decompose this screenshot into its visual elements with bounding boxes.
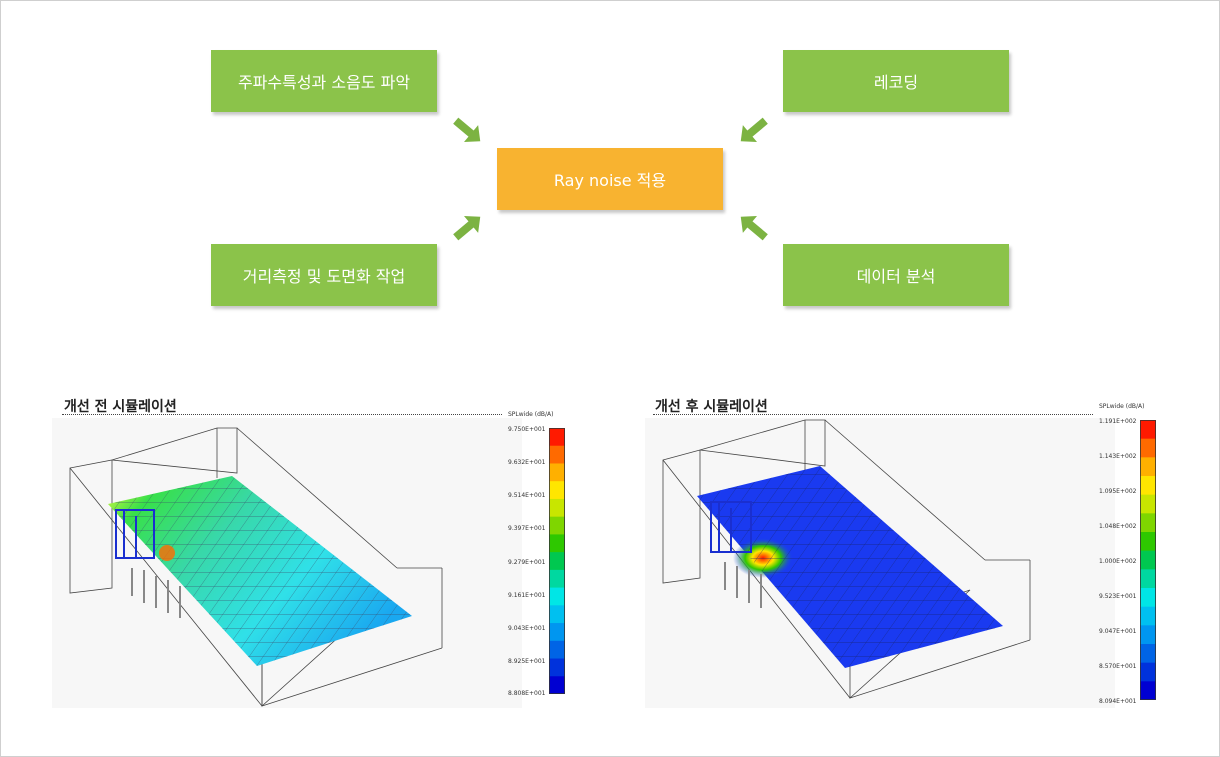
colorbar-segment	[549, 463, 565, 482]
colorbar-segment	[549, 623, 565, 642]
before-colorbar	[549, 428, 565, 694]
step-data-analysis: 데이터 분석	[783, 244, 1009, 306]
colorbar-segment	[1140, 476, 1156, 496]
legend-label: 1.048E+002	[1099, 523, 1137, 530]
legend-label: 1.191E+002	[1099, 418, 1137, 425]
before-title-underline	[62, 414, 502, 415]
colorbar-segment	[1140, 532, 1156, 552]
step-ray-noise: Ray noise 적용	[497, 148, 723, 210]
arrow-icon	[453, 117, 481, 142]
legend-label: 8.925E+001	[508, 658, 546, 665]
legend-label: 8.808E+001	[508, 690, 546, 697]
after-colorbar	[1140, 420, 1156, 700]
colorbar-border	[1140, 420, 1156, 700]
legend-label: 9.632E+001	[508, 459, 546, 466]
arrow-icon	[740, 117, 768, 142]
step-label: 거리측정 및 도면화 작업	[242, 267, 406, 286]
colorbar-segment	[1140, 681, 1156, 700]
legend-label: 9.397E+001	[508, 525, 546, 532]
colorbar-segment	[1140, 569, 1156, 589]
step-label: 레코딩	[873, 73, 919, 92]
legend-label: 9.750E+001	[508, 426, 546, 433]
colorbar-segment	[549, 516, 565, 535]
colorbar-segment	[1140, 438, 1156, 458]
arrow-icon	[453, 216, 481, 241]
legend-label: 9.514E+001	[508, 492, 546, 499]
after-simulation-title: 개선 후 시뮬레이션	[655, 399, 768, 415]
colorbar-segment	[1140, 662, 1156, 682]
legend-label: 9.279E+001	[508, 559, 546, 566]
legend-label: 8.570E+001	[1099, 663, 1137, 670]
step-label: 주파수특성과 소음도 파악	[237, 73, 411, 92]
legend-label: 9.523E+001	[1099, 593, 1137, 600]
legend-label: 1.000E+002	[1099, 558, 1137, 565]
legend-label: 9.043E+001	[508, 625, 546, 632]
colorbar-segment	[549, 534, 565, 553]
step-label: Ray noise 적용	[553, 171, 667, 190]
arrow-icon	[740, 216, 768, 241]
step-label: 데이터 분석	[856, 267, 936, 286]
before-simulation-image	[52, 418, 522, 708]
colorbar-border	[549, 428, 565, 694]
colorbar-segment	[1140, 420, 1156, 440]
legend-label: 1.095E+002	[1099, 488, 1137, 495]
step-frequency-analysis: 주파수특성과 소음도 파악	[211, 50, 437, 112]
colorbar-segment	[549, 587, 565, 606]
colorbar-segment	[549, 658, 565, 677]
legend-label: 9.161E+001	[508, 592, 546, 599]
legend-label: 8.094E+001	[1099, 698, 1137, 705]
colorbar-segment	[1140, 625, 1156, 645]
after-legend-title: SPLwide (dB/A)	[1099, 403, 1145, 410]
colorbar-segment	[549, 569, 565, 589]
colorbar-segment	[549, 552, 565, 571]
colorbar-segment	[549, 481, 565, 500]
before-simulation-title: 개선 전 시뮬레이션	[64, 399, 177, 415]
colorbar-segment	[549, 445, 565, 464]
colorbar-segment	[549, 605, 565, 624]
colorbar-segment	[1140, 513, 1156, 533]
colorbar-segment	[1140, 550, 1156, 570]
legend-label: 9.047E+001	[1099, 628, 1137, 635]
colorbar-segment	[1140, 457, 1156, 477]
colorbar-segment	[1140, 588, 1156, 608]
colorbar-segment	[549, 498, 565, 518]
before-legend-title: SPLwide (dB/A)	[508, 411, 554, 418]
after-title-underline	[653, 414, 1093, 415]
colorbar-segment	[1140, 606, 1156, 626]
step-recording: 레코딩	[783, 50, 1009, 112]
after-simulation-image	[645, 418, 1115, 708]
colorbar-segment	[549, 428, 565, 447]
legend-label: 1.143E+002	[1099, 453, 1137, 460]
colorbar-segment	[549, 640, 565, 660]
step-distance-drawing: 거리측정 및 도면화 작업	[211, 244, 437, 306]
colorbar-segment	[549, 676, 565, 694]
colorbar-segment	[1140, 494, 1156, 514]
colorbar-segment	[1140, 644, 1156, 664]
